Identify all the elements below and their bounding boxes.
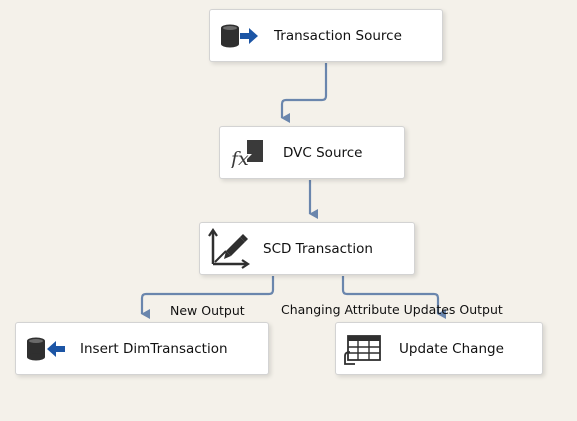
derived-column-fx-icon: fx fx [224,136,270,170]
connector-source-to-dvc[interactable] [280,63,328,123]
db-destination-icon [22,332,68,366]
dvc-source-node[interactable]: fx fx DVC Source [219,126,405,179]
scd-transaction-label: SCD Transaction [263,240,373,257]
transaction-source-label: Transaction Source [274,27,402,44]
insert-dimtransaction-label: Insert DimTransaction [80,340,228,357]
new-output-label[interactable]: New Output [170,303,245,318]
update-change-label: Update Change [399,340,504,357]
update-change-node[interactable]: Update Change [335,322,543,375]
insert-dimtransaction-node[interactable]: Insert DimTransaction [15,322,269,375]
transaction-source-node[interactable]: Transaction Source [209,9,443,62]
scd-axis-pencil-icon [204,227,250,269]
dvc-source-label: DVC Source [283,144,363,161]
db-source-icon [216,19,262,53]
svg-text:fx: fx [229,148,249,168]
changing-attribute-output-label[interactable]: Changing Attribute Updates Output [281,302,503,317]
ole-db-command-table-icon [340,332,386,366]
scd-transaction-node[interactable]: SCD Transaction [199,222,415,275]
svg-text:fx: fx [229,148,249,168]
